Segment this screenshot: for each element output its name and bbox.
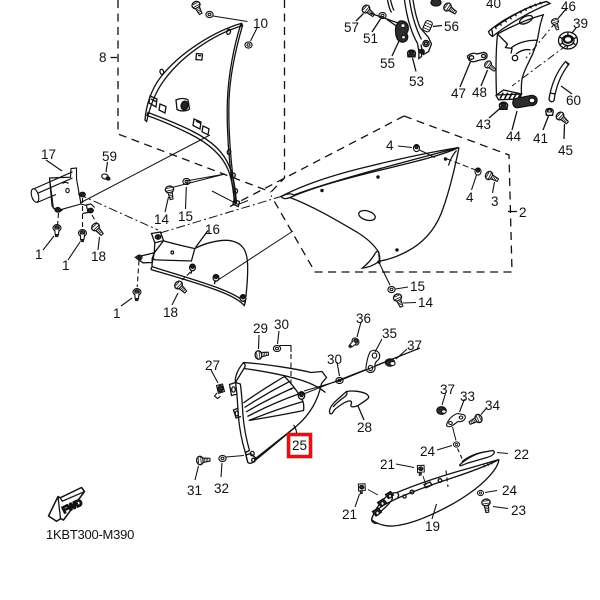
svg-text:1: 1	[35, 247, 43, 262]
svg-text:23: 23	[511, 503, 526, 518]
svg-text:55: 55	[380, 56, 395, 71]
svg-text:43: 43	[476, 117, 491, 132]
svg-text:16: 16	[205, 222, 220, 237]
svg-text:14: 14	[418, 295, 434, 310]
svg-text:33: 33	[460, 389, 475, 404]
svg-text:19: 19	[425, 519, 440, 534]
svg-text:17: 17	[41, 147, 56, 162]
svg-text:28: 28	[357, 420, 372, 435]
svg-text:18: 18	[91, 249, 106, 264]
svg-text:22: 22	[514, 447, 529, 462]
svg-text:48: 48	[472, 85, 487, 100]
svg-text:51: 51	[363, 31, 378, 46]
svg-text:3: 3	[491, 194, 499, 209]
svg-text:2: 2	[519, 205, 527, 220]
svg-text:21: 21	[380, 457, 395, 472]
svg-text:30: 30	[327, 352, 342, 367]
svg-text:35: 35	[382, 326, 397, 341]
svg-text:15: 15	[178, 209, 193, 224]
svg-text:37: 37	[440, 382, 455, 397]
svg-text:27: 27	[205, 358, 220, 373]
svg-text:1KBT300-M390: 1KBT300-M390	[46, 527, 134, 542]
svg-text:56: 56	[444, 19, 459, 34]
svg-text:4: 4	[466, 190, 474, 205]
svg-text:18: 18	[163, 305, 178, 320]
svg-text:4: 4	[386, 138, 394, 153]
svg-text:45: 45	[558, 143, 573, 158]
svg-text:46: 46	[561, 0, 576, 14]
svg-text:1: 1	[62, 258, 70, 273]
svg-text:44: 44	[506, 129, 522, 144]
svg-text:8: 8	[99, 50, 107, 65]
svg-text:39: 39	[573, 16, 588, 31]
svg-text:15: 15	[410, 279, 425, 294]
svg-text:31: 31	[187, 483, 202, 498]
svg-text:37: 37	[407, 338, 422, 353]
svg-text:57: 57	[344, 20, 359, 35]
svg-text:29: 29	[253, 321, 268, 336]
svg-text:24: 24	[420, 444, 436, 459]
svg-text:41: 41	[533, 131, 548, 146]
svg-text:59: 59	[102, 149, 117, 164]
svg-text:53: 53	[409, 74, 424, 89]
svg-text:14: 14	[154, 212, 170, 227]
svg-text:10: 10	[253, 16, 268, 31]
svg-text:25: 25	[292, 438, 307, 453]
svg-text:21: 21	[342, 507, 357, 522]
svg-text:34: 34	[485, 398, 501, 413]
svg-text:24: 24	[502, 483, 518, 498]
svg-text:36: 36	[356, 311, 371, 326]
svg-text:32: 32	[214, 481, 229, 496]
svg-text:1: 1	[113, 306, 121, 321]
svg-text:47: 47	[451, 86, 466, 101]
svg-text:30: 30	[274, 317, 289, 332]
svg-text:40: 40	[486, 0, 501, 11]
svg-text:60: 60	[566, 93, 581, 108]
